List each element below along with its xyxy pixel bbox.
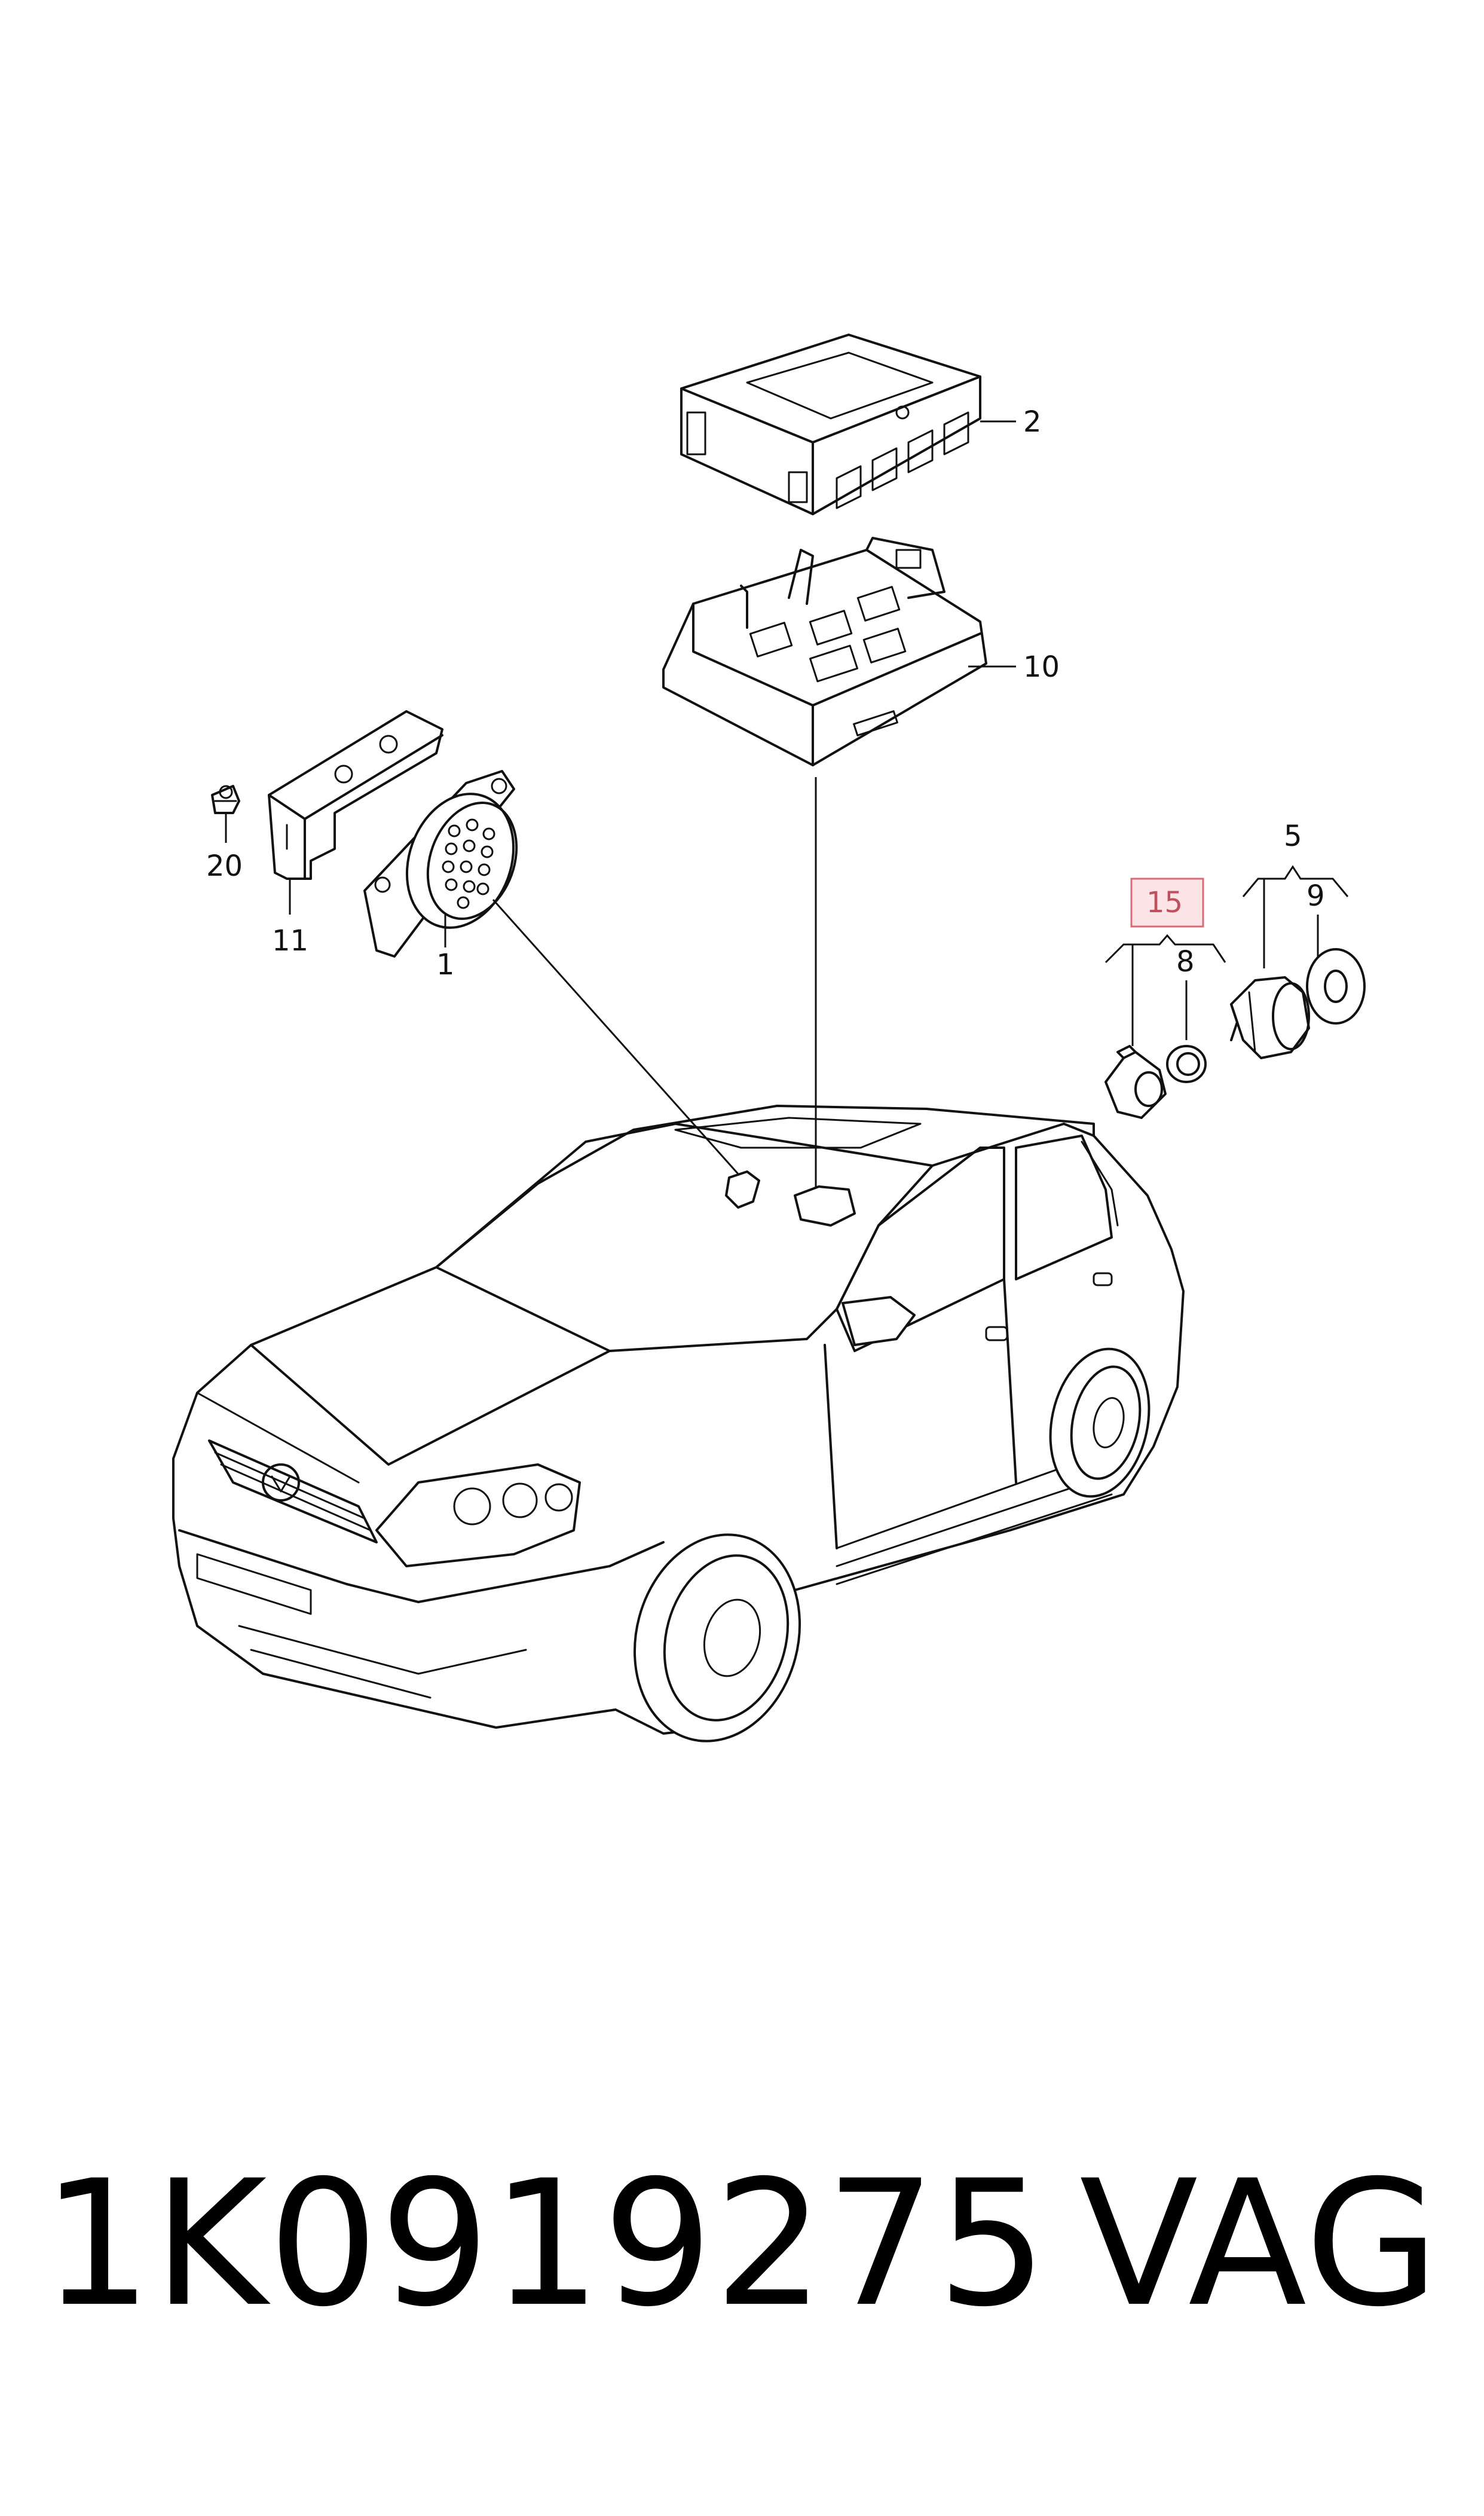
control-unit-part-2 <box>680 334 981 515</box>
brand-label: VAG <box>1079 2144 1440 2345</box>
highlight-box-part-15 <box>1130 878 1204 928</box>
label-part-11: 11 <box>272 924 308 958</box>
holder-part-5 <box>1230 976 1310 1059</box>
parts-diagram: 2 10 11 20 <box>172 334 1366 1742</box>
ring-part-8 <box>1166 1045 1207 1083</box>
label-part-8: 8 <box>1176 945 1195 979</box>
label-part-9: 9 <box>1306 879 1325 913</box>
footer: 1K0919275 VAG <box>42 2146 1440 2343</box>
sensor-part-15 <box>1104 1045 1167 1119</box>
washer-part-9 <box>1306 948 1366 1025</box>
screw-part-20 <box>211 785 240 814</box>
label-part-10: 10 <box>1023 650 1060 684</box>
label-part-1: 1 <box>436 948 455 982</box>
car-outline <box>172 1105 1185 1742</box>
part-number-label: 1K0919275 <box>42 2144 1049 2345</box>
buzzer-part-1 <box>363 770 518 958</box>
mounting-bracket-part-11 <box>268 710 443 880</box>
label-part-5: 5 <box>1284 820 1302 853</box>
label-part-2: 2 <box>1023 405 1042 439</box>
bracket-part-10 <box>662 537 987 766</box>
label-part-15: 15 <box>1146 886 1183 919</box>
label-part-20: 20 <box>206 849 243 883</box>
